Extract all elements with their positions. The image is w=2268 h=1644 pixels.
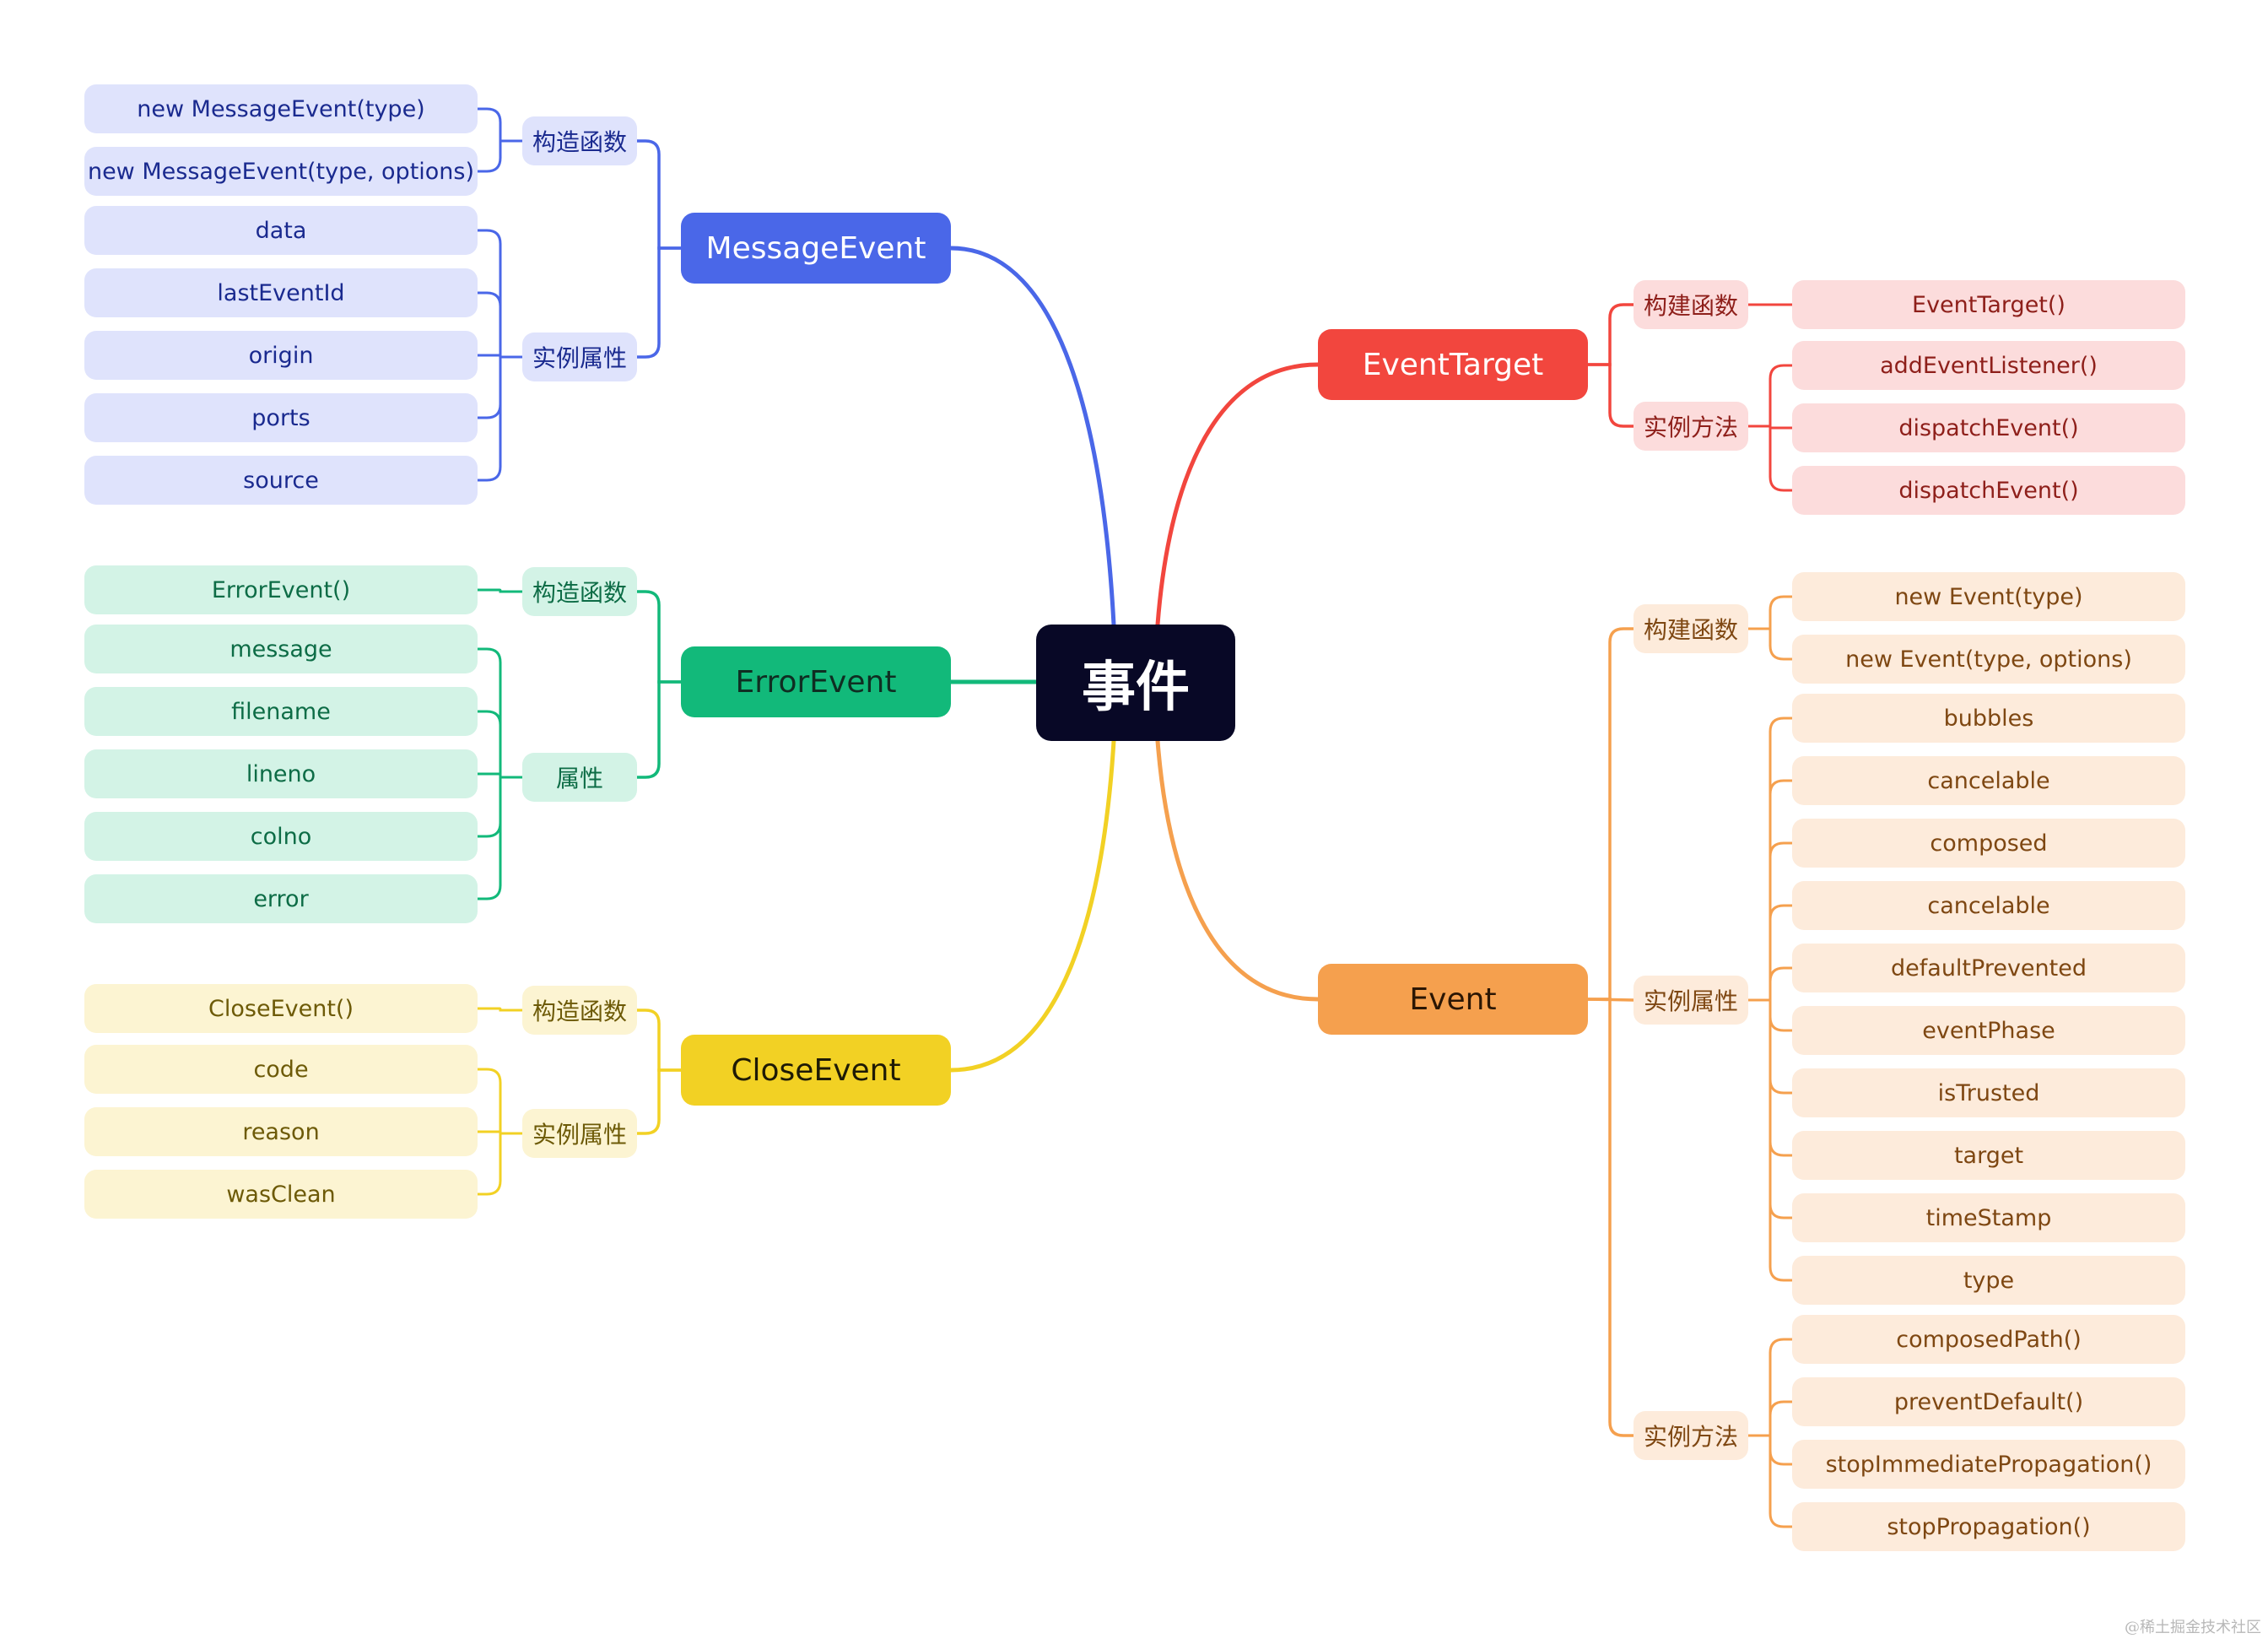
close-event-leaf[interactable]: CloseEvent() bbox=[84, 984, 478, 1033]
connector-line bbox=[1747, 717, 1794, 1002]
message-event-properties-group[interactable]: 实例属性 bbox=[522, 333, 637, 381]
error-event-leaf[interactable]: message bbox=[84, 625, 478, 673]
branch-event[interactable]: Event bbox=[1318, 964, 1588, 1035]
connector-line bbox=[1747, 425, 1794, 492]
event-target-leaf[interactable]: dispatchEvent() bbox=[1792, 466, 2185, 515]
event-constructor-group[interactable]: 构建函数 bbox=[1634, 604, 1748, 653]
connector-line bbox=[1586, 303, 1635, 366]
event-leaf[interactable]: isTrusted bbox=[1792, 1068, 2185, 1117]
connector-line bbox=[1155, 738, 1320, 1002]
connector-line bbox=[948, 246, 1116, 627]
message-event-leaf[interactable]: new MessageEvent(type, options) bbox=[84, 147, 478, 196]
root-node[interactable]: 事件 bbox=[1036, 625, 1235, 741]
connector-line bbox=[476, 776, 524, 900]
connector-line bbox=[476, 1007, 524, 1012]
connector-line bbox=[635, 139, 683, 250]
connector-line bbox=[1747, 627, 1794, 661]
connector-line bbox=[1747, 841, 1794, 1002]
connector-line bbox=[476, 107, 524, 143]
message-event-leaf[interactable]: ports bbox=[84, 393, 478, 442]
event-leaf[interactable]: composed bbox=[1792, 819, 2185, 868]
connector-line bbox=[1747, 904, 1794, 1002]
event-leaf[interactable]: stopImmediatePropagation() bbox=[1792, 1440, 2185, 1489]
connector-line bbox=[635, 590, 683, 684]
error-event-leaf[interactable]: error bbox=[84, 874, 478, 923]
event-properties-group[interactable]: 实例属性 bbox=[1634, 976, 1748, 1025]
event-leaf[interactable]: type bbox=[1792, 1256, 2185, 1305]
branch-close-event[interactable]: CloseEvent bbox=[681, 1035, 951, 1106]
connector-line bbox=[476, 772, 524, 779]
event-leaf[interactable]: target bbox=[1792, 1131, 2185, 1180]
message-event-leaf[interactable]: data bbox=[84, 206, 478, 255]
event-leaf[interactable]: timeStamp bbox=[1792, 1193, 2185, 1242]
close-event-leaf[interactable]: wasClean bbox=[84, 1170, 478, 1219]
connector-line bbox=[635, 1068, 683, 1135]
close-event-properties-group[interactable]: 实例属性 bbox=[522, 1109, 637, 1158]
watermark: @稀土掘金技术社区 bbox=[2125, 1619, 2261, 1636]
connector-line bbox=[476, 1068, 524, 1135]
event-target-methods-group[interactable]: 实例方法 bbox=[1634, 402, 1748, 451]
connector-line bbox=[948, 738, 1116, 1073]
connector-line bbox=[476, 355, 524, 482]
connector-line bbox=[635, 246, 683, 359]
connector-line bbox=[1747, 998, 1794, 1282]
event-leaf[interactable]: composedPath() bbox=[1792, 1315, 2185, 1364]
error-event-constructor-group[interactable]: 构造函数 bbox=[522, 567, 637, 616]
event-leaf[interactable]: stopPropagation() bbox=[1792, 1502, 2185, 1551]
error-event-leaf[interactable]: filename bbox=[84, 687, 478, 736]
connector-line bbox=[476, 229, 524, 359]
connector-line bbox=[476, 588, 524, 593]
connector-line bbox=[476, 291, 524, 359]
event-leaf[interactable]: bubbles bbox=[1792, 694, 2185, 743]
connector-line bbox=[476, 710, 524, 779]
error-event-properties-group[interactable]: 属性 bbox=[522, 753, 637, 802]
message-event-constructor-group[interactable]: 构造函数 bbox=[522, 116, 637, 165]
connector-line bbox=[1155, 362, 1320, 627]
event-leaf[interactable]: new Event(type) bbox=[1792, 572, 2185, 621]
connector-line bbox=[1747, 1338, 1794, 1437]
event-leaf[interactable]: eventPhase bbox=[1792, 1006, 2185, 1055]
connector-line bbox=[1586, 627, 1635, 1001]
event-target-leaf[interactable]: addEventListener() bbox=[1792, 341, 2185, 390]
connector-line bbox=[476, 139, 524, 173]
error-event-leaf[interactable]: ErrorEvent() bbox=[84, 565, 478, 614]
message-event-leaf[interactable]: source bbox=[84, 456, 478, 505]
message-event-leaf[interactable]: origin bbox=[84, 331, 478, 380]
connector-line bbox=[1747, 1400, 1794, 1437]
event-leaf[interactable]: new Event(type, options) bbox=[1792, 635, 2185, 684]
connector-line bbox=[1747, 364, 1794, 428]
connector-line bbox=[476, 647, 524, 779]
branch-error-event[interactable]: ErrorEvent bbox=[681, 646, 951, 717]
branch-event-target[interactable]: EventTarget bbox=[1318, 329, 1588, 400]
connector-line bbox=[1586, 998, 1635, 1437]
connector-line bbox=[1586, 363, 1635, 428]
close-event-leaf[interactable]: reason bbox=[84, 1107, 478, 1156]
connector-line bbox=[1747, 1434, 1794, 1528]
branch-message-event[interactable]: MessageEvent bbox=[681, 213, 951, 284]
event-target-constructor-group[interactable]: 构建函数 bbox=[1634, 280, 1748, 329]
event-target-leaf[interactable]: dispatchEvent() bbox=[1792, 403, 2185, 452]
connector-line bbox=[1747, 779, 1794, 1002]
event-leaf[interactable]: cancelable bbox=[1792, 756, 2185, 805]
connector-line bbox=[476, 1132, 524, 1196]
connector-line bbox=[635, 680, 683, 779]
error-event-leaf[interactable]: colno bbox=[84, 812, 478, 861]
event-target-leaf[interactable]: EventTarget() bbox=[1792, 280, 2185, 329]
connector-line bbox=[635, 1009, 683, 1072]
connector-line bbox=[1747, 595, 1794, 630]
close-event-constructor-group[interactable]: 构造函数 bbox=[522, 986, 637, 1035]
message-event-leaf[interactable]: lastEventId bbox=[84, 268, 478, 317]
error-event-leaf[interactable]: lineno bbox=[84, 749, 478, 798]
event-leaf[interactable]: cancelable bbox=[1792, 881, 2185, 930]
event-leaf[interactable]: defaultPrevented bbox=[1792, 944, 2185, 992]
message-event-leaf[interactable]: new MessageEvent(type) bbox=[84, 84, 478, 133]
close-event-leaf[interactable]: code bbox=[84, 1045, 478, 1094]
event-leaf[interactable]: preventDefault() bbox=[1792, 1377, 2185, 1426]
connector-line bbox=[1747, 966, 1794, 1002]
event-methods-group[interactable]: 实例方法 bbox=[1634, 1411, 1748, 1460]
